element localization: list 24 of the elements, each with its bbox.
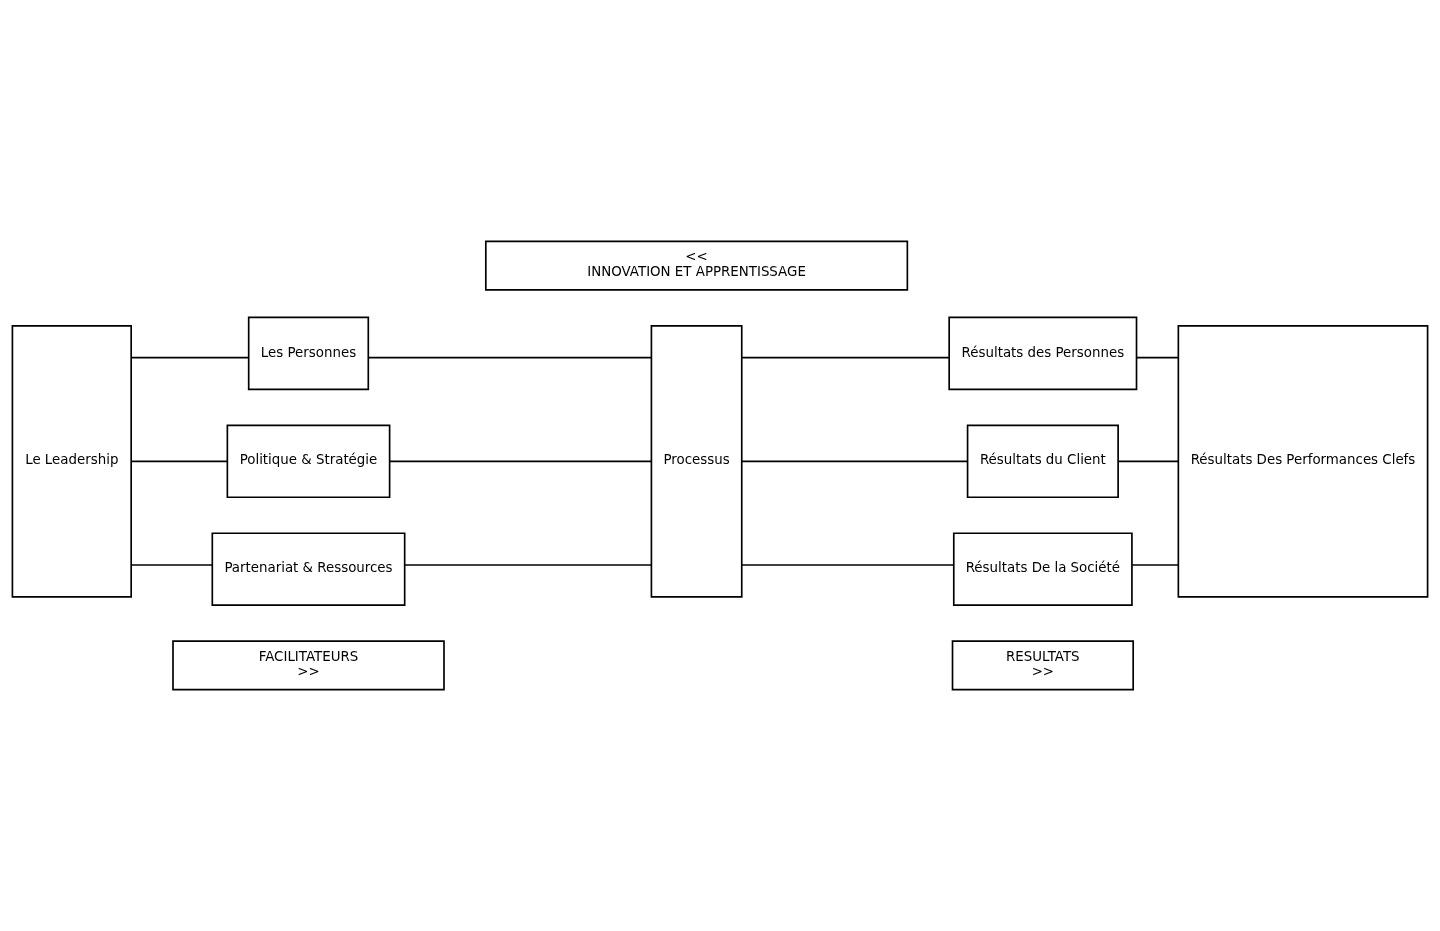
connector	[741, 356, 950, 359]
node-box: Résultats Des Performances Clefs	[1177, 325, 1429, 598]
node-box: << INNOVATION ET APPRENTISSAGE	[484, 240, 909, 291]
node-box: FACILITATEURS >>	[172, 640, 445, 691]
connector	[1131, 564, 1180, 566]
node-box: Résultats du Client	[966, 424, 1119, 499]
node-box: Le Leadership	[11, 325, 132, 598]
node-box: Résultats des Personnes	[948, 316, 1138, 391]
node-box: Les Personnes	[247, 316, 370, 391]
connector	[1117, 460, 1180, 463]
connector	[367, 356, 653, 359]
connector	[741, 564, 955, 566]
node-box: Processus	[650, 325, 743, 598]
connector	[389, 460, 653, 463]
connector	[130, 564, 213, 566]
node-box: Partenariat & Ressources	[211, 532, 406, 606]
connector	[741, 460, 969, 463]
connector	[130, 460, 229, 463]
connector	[130, 356, 250, 359]
node-box: RESULTATS >>	[951, 640, 1134, 691]
connector	[1135, 356, 1180, 359]
connector	[404, 564, 653, 566]
node-box: Résultats De la Société	[952, 532, 1133, 606]
node-box: Politique & Stratégie	[226, 424, 391, 499]
